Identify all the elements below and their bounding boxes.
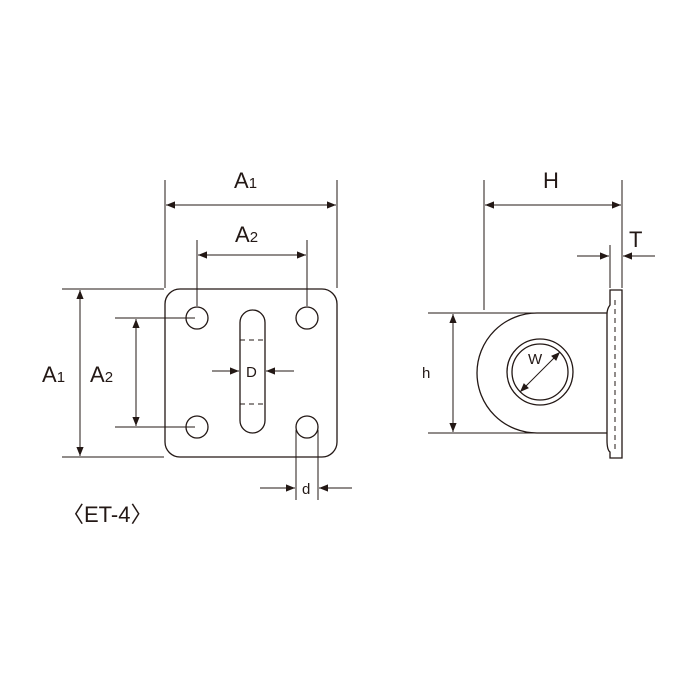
center-slot: [239, 309, 266, 434]
dim-eye-inner-label: W: [528, 351, 543, 368]
mounting-hole-bottom-right: [295, 415, 319, 439]
dim-eye-inner-arrow: [519, 351, 561, 393]
dim-a2-width-label: A2: [235, 222, 258, 247]
eye-outer-ring: [506, 338, 574, 406]
dim-thickness-label: T: [629, 227, 642, 252]
dim-a1-width-label: A1: [234, 168, 257, 193]
eye-inner-ring: [511, 343, 569, 401]
side-base-plate: [606, 289, 623, 459]
dim-a1-height-label: A1: [42, 362, 65, 387]
front-view: A1 A2 A1 A2 D d: [42, 168, 352, 500]
mounting-hole-top-right: [295, 306, 319, 330]
side-view: W H T h: [422, 168, 655, 459]
dim-eye-height-label: h: [422, 365, 430, 382]
base-plate-outline: [164, 288, 338, 458]
dim-total-height-label: H: [543, 168, 559, 193]
eye-lug-profile: [476, 312, 607, 434]
dim-slot-width-label: D: [246, 364, 257, 381]
dim-a2-height-label: A2: [90, 362, 113, 387]
dim-hole-diameter-label: d: [302, 481, 310, 498]
model-label: 〈ET-4〉: [62, 502, 152, 527]
